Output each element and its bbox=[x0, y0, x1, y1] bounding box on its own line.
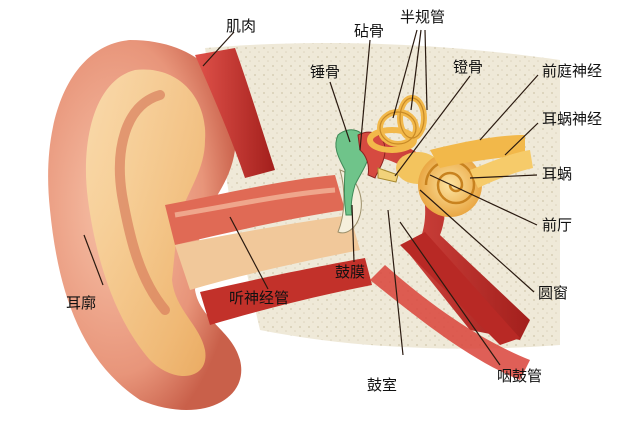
tympanic-cavity-shape bbox=[345, 142, 530, 340]
lower-canal-tissue bbox=[175, 215, 360, 290]
label-stapes: 镫骨 bbox=[453, 58, 483, 76]
leader-lines bbox=[83, 29, 539, 366]
label-incus: 砧骨 bbox=[354, 22, 384, 40]
eustachian-tube-shape bbox=[400, 232, 520, 345]
stapes-shape bbox=[377, 167, 399, 183]
label-eustachian-tube: 咽鼓管 bbox=[497, 367, 542, 385]
label-vestibular-nerve: 前庭神经 bbox=[542, 62, 602, 80]
label-muscle: 肌肉 bbox=[226, 17, 256, 35]
label-vestibule: 前厅 bbox=[542, 216, 572, 234]
auditory-canal-lining bbox=[174, 187, 336, 218]
label-auditory-canal: 听神经管 bbox=[229, 289, 289, 307]
lower-muscle-band bbox=[200, 258, 372, 325]
auricle-cartilage bbox=[85, 69, 206, 377]
muscle-region bbox=[195, 48, 275, 178]
label-semicircular-canals: 半规管 bbox=[400, 8, 445, 26]
label-malleus: 锤骨 bbox=[310, 63, 340, 81]
label-round-window: 圆窗 bbox=[538, 284, 568, 302]
label-auricle: 耳廓 bbox=[66, 294, 96, 312]
vestibular-nerve-shape bbox=[430, 135, 525, 168]
label-eardrum: 鼓膜 bbox=[335, 263, 365, 281]
label-tympanic-cavity: 鼓室 bbox=[367, 376, 397, 394]
auricle-inner-fold bbox=[114, 90, 170, 315]
label-cochlea: 耳蜗 bbox=[542, 165, 572, 183]
label-cochlear-nerve: 耳蜗神经 bbox=[542, 110, 602, 128]
cochlear-nerve-shape bbox=[470, 150, 533, 188]
